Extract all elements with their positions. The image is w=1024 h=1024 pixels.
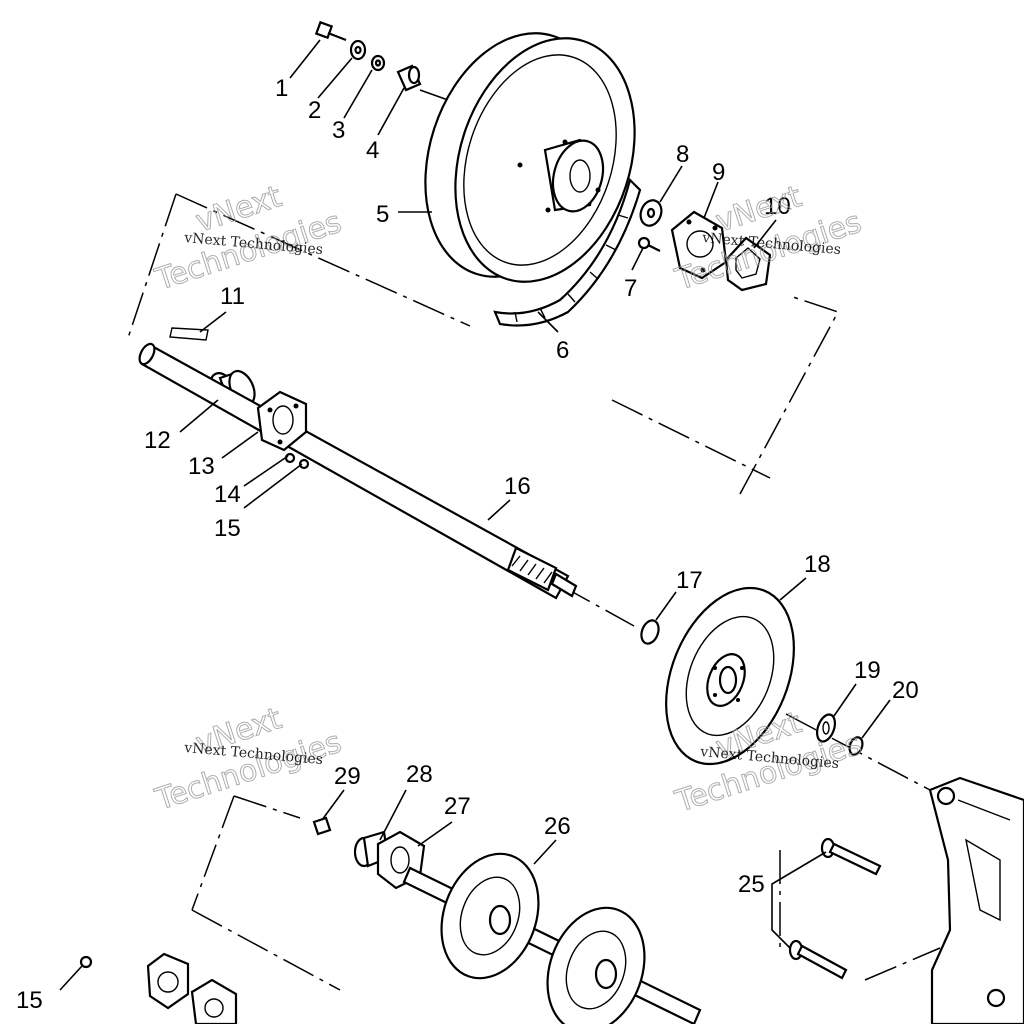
part-6-chain <box>493 177 642 327</box>
part-14-bolt <box>284 452 296 464</box>
callout-7: 7 <box>624 275 637 302</box>
watermark-top-left: vNext Technologies vNext Technologies <box>150 179 346 299</box>
callout-8: 8 <box>676 141 689 168</box>
part-8-washer <box>639 199 663 227</box>
part-4-spacer <box>396 64 422 92</box>
callout-1: 1 <box>275 75 288 102</box>
callout-25: 25 <box>738 871 765 898</box>
part-20-snap-ring <box>848 736 864 756</box>
part-15-lower-nut <box>79 955 93 969</box>
callout-13: 13 <box>188 453 215 480</box>
callout-10: 10 <box>764 193 791 220</box>
callout-numbers: 1 2 3 4 5 6 7 8 9 10 11 12 13 14 15 16 1… <box>16 75 919 1014</box>
callout-20: 20 <box>892 677 919 704</box>
part-10-cover <box>724 236 772 292</box>
assembly-outline-lower <box>191 795 941 991</box>
callout-9: 9 <box>712 159 725 186</box>
callout-4: 4 <box>366 137 379 164</box>
callout-3: 3 <box>332 117 345 144</box>
chaincase-housing <box>928 776 1024 1024</box>
callout-2: 2 <box>308 97 321 124</box>
part-25-bolt-upper <box>820 837 882 876</box>
part-2-washer <box>349 39 367 61</box>
part-16-shaft <box>138 342 578 600</box>
part-26-drive-shaft <box>402 852 702 1024</box>
sprocket-left <box>440 852 540 980</box>
callout-26: 26 <box>544 813 571 840</box>
part-29-fitting <box>312 816 332 836</box>
part-13-flange <box>256 390 308 452</box>
part-18-brake-disc <box>665 586 795 766</box>
part-25-bolt-lower <box>788 939 848 980</box>
part-17-snap-ring <box>640 619 660 645</box>
callout-16: 16 <box>504 473 531 500</box>
callout-15: 15 <box>214 515 241 542</box>
callout-17: 17 <box>676 567 703 594</box>
lower-flange-plate-left <box>146 952 190 1010</box>
callout-15-lower: 15 <box>16 987 43 1014</box>
callout-29: 29 <box>334 763 361 790</box>
sprocket-right <box>546 906 646 1024</box>
callout-18: 18 <box>804 551 831 578</box>
part-1-bolt <box>314 20 347 42</box>
part-15-nut <box>298 458 310 470</box>
callout-28: 28 <box>406 761 433 788</box>
callout-6: 6 <box>556 337 569 364</box>
leader-lines <box>59 39 891 991</box>
part-7-screw <box>637 236 661 252</box>
callout-27: 27 <box>444 793 471 820</box>
part-11-label <box>169 327 209 341</box>
lower-flange-plate-right <box>190 978 238 1024</box>
part-3-washer <box>370 54 386 72</box>
callout-12: 12 <box>144 427 171 454</box>
callout-19: 19 <box>854 657 881 684</box>
callout-5: 5 <box>376 201 389 228</box>
part-19-bearing <box>815 713 837 743</box>
callout-11: 11 <box>220 283 245 310</box>
callout-14: 14 <box>214 481 241 508</box>
part-5-pulley <box>424 32 636 283</box>
